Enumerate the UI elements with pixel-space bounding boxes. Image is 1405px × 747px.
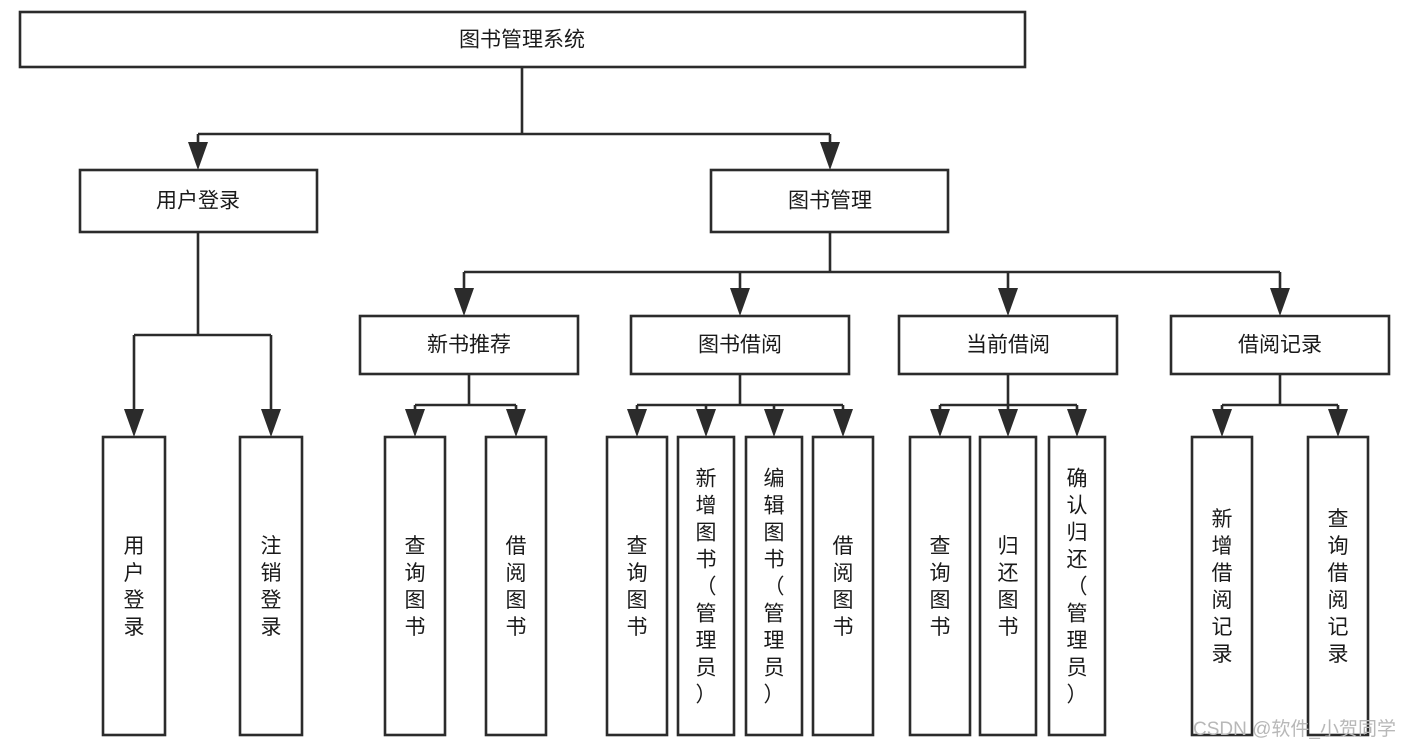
- leaf-record-add-box: [1190, 435, 1254, 737]
- leaf-new-book-query-box: [383, 435, 447, 737]
- node-book-management-box: [709, 168, 950, 234]
- leaf-current-confirm-return-box: [1047, 435, 1107, 737]
- node-root-label: 图书管理系统: [459, 29, 585, 52]
- arrow-current-borrow-leaf2: [998, 409, 1018, 437]
- connector-group-root: [188, 67, 840, 170]
- arrow-book-mgmt-borrow: [730, 288, 750, 316]
- node-current-borrow-label: 当前借阅: [966, 334, 1050, 357]
- leaf-user-login-login-box: [101, 435, 167, 737]
- connector-group-borrow-record: [1212, 374, 1348, 437]
- leaf-borrow-query-book[interactable]: 查询图书: [605, 435, 669, 737]
- arrow-new-book-leaf2: [506, 409, 526, 437]
- leaf-new-book-borrow[interactable]: 借阅图书: [484, 435, 548, 737]
- leaf-record-add[interactable]: 新增借阅记录: [1190, 435, 1254, 737]
- leaf-record-add-label: 新增借阅记录: [1212, 508, 1233, 666]
- connector-group-book-borrow: [627, 374, 853, 437]
- node-user-login-label: 用户登录: [156, 190, 240, 213]
- leaf-record-query[interactable]: 查询借阅记录: [1306, 435, 1370, 737]
- arrow-borrow-record-leaf1: [1212, 409, 1232, 437]
- csdn-watermark: CSDN @软件_小贺同学: [1193, 718, 1396, 740]
- node-book-borrow-box: [629, 314, 851, 376]
- leaf-new-book-borrow-label: 借阅图书: [506, 535, 527, 639]
- leaf-new-book-query[interactable]: 查询图书: [383, 435, 447, 737]
- connector-group-book-mgmt: [454, 232, 1290, 316]
- node-book-management-label: 图书管理: [788, 190, 872, 213]
- node-borrow-record-label: 借阅记录: [1238, 334, 1322, 357]
- arrow-user-login-leaf1: [124, 409, 144, 437]
- node-root-book-management-system[interactable]: 图书管理系统: [18, 10, 1027, 69]
- arrow-book-mgmt-record: [1270, 288, 1290, 316]
- node-root-box: [18, 10, 1027, 69]
- leaf-current-confirm-return[interactable]: 确认归还（管理员）: [1047, 435, 1107, 737]
- arrow-book-borrow-leaf2: [696, 409, 716, 437]
- leaf-borrow-borrow-book-label: 借阅图书: [833, 535, 854, 639]
- node-borrow-record[interactable]: 借阅记录: [1169, 314, 1391, 376]
- arrow-root-to-user-login: [188, 142, 208, 170]
- node-book-borrow[interactable]: 图书借阅: [629, 314, 851, 376]
- leaf-borrow-borrow-book-box: [811, 435, 875, 737]
- arrow-current-borrow-leaf3: [1067, 409, 1087, 437]
- leaf-user-login-logout-label: 注销登录: [261, 535, 282, 639]
- node-new-book-recommend-box: [358, 314, 580, 376]
- node-current-borrow-box: [897, 314, 1119, 376]
- arrow-root-to-book-mgmt: [820, 142, 840, 170]
- leaf-borrow-edit-book[interactable]: 编辑图书（管理员）: [744, 435, 804, 737]
- leaf-borrow-edit-book-label: 编辑图书（管理员）: [764, 468, 785, 707]
- arrow-book-mgmt-new-book: [454, 288, 474, 316]
- arrow-book-borrow-leaf3: [764, 409, 784, 437]
- leaf-borrow-borrow-book[interactable]: 借阅图书: [811, 435, 875, 737]
- arrow-book-borrow-leaf1: [627, 409, 647, 437]
- node-book-borrow-label: 图书借阅: [698, 334, 782, 357]
- arrow-borrow-record-leaf2: [1328, 409, 1348, 437]
- leaf-current-query-book[interactable]: 查询图书: [908, 435, 972, 737]
- node-user-login[interactable]: 用户登录: [78, 168, 319, 234]
- leaf-new-book-borrow-box: [484, 435, 548, 737]
- leaf-borrow-add-book-box: [676, 435, 736, 737]
- node-new-book-recommend[interactable]: 新书推荐: [358, 314, 580, 376]
- leaf-record-query-label: 查询借阅记录: [1328, 508, 1349, 666]
- node-user-login-box: [78, 168, 319, 234]
- leaf-borrow-add-book-label: 新增图书（管理员）: [696, 468, 717, 707]
- node-book-management[interactable]: 图书管理: [709, 168, 950, 234]
- arrow-current-borrow-leaf1: [930, 409, 950, 437]
- leaf-borrow-add-book[interactable]: 新增图书（管理员）: [676, 435, 736, 737]
- leaf-borrow-query-book-label: 查询图书: [627, 535, 648, 639]
- leaf-current-query-book-label: 查询图书: [930, 535, 951, 639]
- leaf-current-return-book-label: 归还图书: [998, 535, 1019, 639]
- node-current-borrow[interactable]: 当前借阅: [897, 314, 1119, 376]
- arrow-user-login-leaf2: [261, 409, 281, 437]
- leaf-current-query-book-box: [908, 435, 972, 737]
- node-new-book-recommend-label: 新书推荐: [427, 334, 511, 357]
- connector-group-current-borrow: [930, 374, 1087, 437]
- leaf-user-login-logout-box: [238, 435, 304, 737]
- leaf-user-login-logout[interactable]: 注销登录: [238, 435, 304, 737]
- leaf-current-return-book[interactable]: 归还图书: [978, 435, 1038, 737]
- leaf-borrow-edit-book-box: [744, 435, 804, 737]
- arrow-book-borrow-leaf4: [833, 409, 853, 437]
- arrow-new-book-leaf1: [405, 409, 425, 437]
- leaf-new-book-query-label: 查询图书: [405, 535, 426, 639]
- leaf-user-login-login-label: 用户登录: [124, 535, 145, 639]
- leaf-current-return-book-box: [978, 435, 1038, 737]
- leaf-user-login-login[interactable]: 用户登录: [101, 435, 167, 737]
- arrow-book-mgmt-current: [998, 288, 1018, 316]
- leaf-record-query-box: [1306, 435, 1370, 737]
- connector-group-new-book: [405, 374, 526, 437]
- leaf-current-confirm-return-label: 确认归还（管理员）: [1067, 468, 1088, 707]
- node-borrow-record-box: [1169, 314, 1391, 376]
- connector-group-user-login: [124, 232, 281, 437]
- leaf-borrow-query-book-box: [605, 435, 669, 737]
